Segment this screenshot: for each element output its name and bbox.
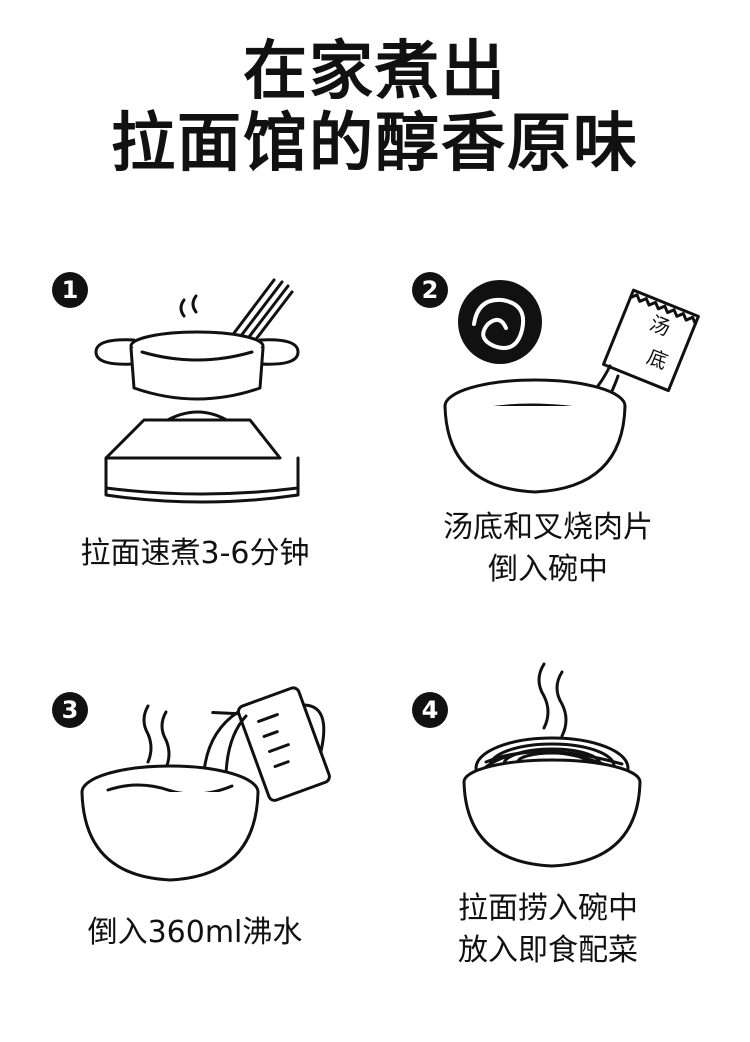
step-3-number-badge: 3 xyxy=(52,692,88,728)
step-1-number-badge: 1 xyxy=(52,272,88,308)
pot-on-stove-illustration xyxy=(92,270,312,520)
step-2-caption-line-2: 倒入碗中 xyxy=(488,552,608,587)
bowl-with-soup-packet-and-chashu-illustration: 汤 底 xyxy=(440,280,710,500)
step-2-number-badge: 2 xyxy=(412,272,448,308)
bowl-with-noodles-illustration xyxy=(460,658,642,870)
step-4-caption-line-1: 拉面捞入碗中 xyxy=(458,891,638,926)
step-4-caption-line-2: 放入即食配菜 xyxy=(458,933,638,968)
step-2-caption-line-1: 汤底和叉烧肉片 xyxy=(443,510,653,545)
page-title-line-2: 拉面馆的醇香原味 xyxy=(111,107,639,181)
page-title-line-1: 在家煮出 xyxy=(243,35,507,109)
bowl-with-boiling-water-and-kettle-illustration xyxy=(78,672,340,884)
step-4-number-badge: 4 xyxy=(412,692,448,728)
step-1-caption: 拉面速煮3-6分钟 xyxy=(80,536,310,571)
step-3-caption: 倒入360ml沸水 xyxy=(87,915,303,950)
